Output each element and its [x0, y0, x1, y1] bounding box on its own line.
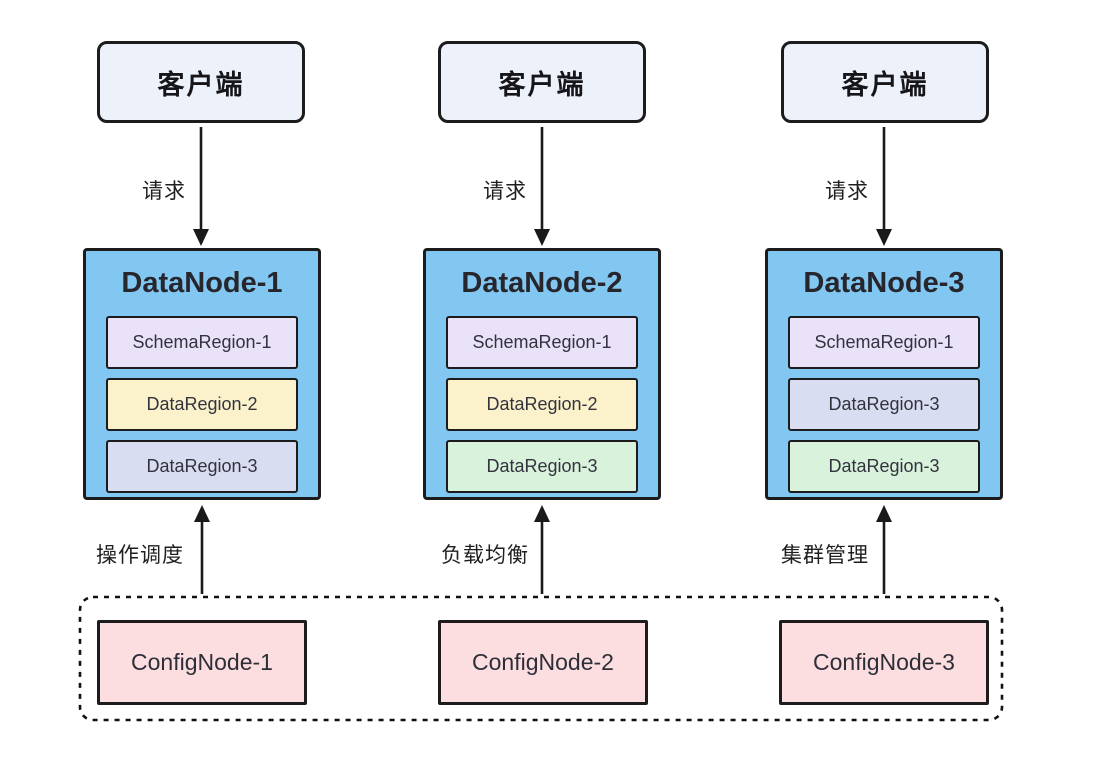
confignode-label: ConfigNode-3 — [813, 649, 955, 675]
confignode-2-box: ConfigNode-2 — [438, 620, 648, 705]
client-box-1: 客户端 — [97, 41, 305, 123]
confignode-arrow-label-1: 操作调度 — [96, 544, 184, 567]
client-box-3: 客户端 — [781, 41, 989, 123]
client-label: 客户端 — [841, 69, 929, 100]
confignode-1-box: ConfigNode-1 — [97, 620, 307, 705]
request-arrow-label-3: 请求 — [825, 180, 869, 203]
request-arrow-label-1: 请求 — [142, 180, 186, 203]
datanode-title: DataNode-3 — [803, 267, 965, 299]
datanode-1-box: DataNode-1 SchemaRegion-1 DataRegion-2 D… — [83, 248, 321, 500]
confignode-arrow-3 — [876, 505, 892, 594]
region-schemaregion-1: SchemaRegion-1 — [788, 316, 980, 369]
region-dataregion-3: DataRegion-3 — [106, 440, 298, 493]
confignode-label: ConfigNode-1 — [131, 649, 273, 675]
confignode-arrow-1 — [194, 505, 210, 594]
region-dataregion-3: DataRegion-3 — [446, 440, 638, 493]
client-label: 客户端 — [498, 69, 586, 100]
request-arrow-label-2: 请求 — [483, 180, 527, 203]
datanode-title: DataNode-1 — [121, 267, 283, 299]
region-dataregion-3: DataRegion-3 — [788, 378, 980, 431]
region-schemaregion-1: SchemaRegion-1 — [106, 316, 298, 369]
confignode-label: ConfigNode-2 — [472, 649, 614, 675]
datanode-title: DataNode-2 — [461, 267, 623, 299]
datanode-2-box: DataNode-2 SchemaRegion-1 DataRegion-2 D… — [423, 248, 661, 500]
region-dataregion-3: DataRegion-3 — [788, 440, 980, 493]
datanode-3-box: DataNode-3 SchemaRegion-1 DataRegion-3 D… — [765, 248, 1003, 500]
confignode-arrow-2 — [534, 505, 550, 594]
region-schemaregion-1: SchemaRegion-1 — [446, 316, 638, 369]
region-dataregion-2: DataRegion-2 — [446, 378, 638, 431]
client-label: 客户端 — [157, 69, 245, 100]
confignode-arrow-label-3: 集群管理 — [781, 544, 869, 567]
confignode-3-box: ConfigNode-3 — [779, 620, 989, 705]
client-box-2: 客户端 — [438, 41, 646, 123]
region-dataregion-2: DataRegion-2 — [106, 378, 298, 431]
confignode-arrow-label-2: 负载均衡 — [441, 544, 529, 567]
